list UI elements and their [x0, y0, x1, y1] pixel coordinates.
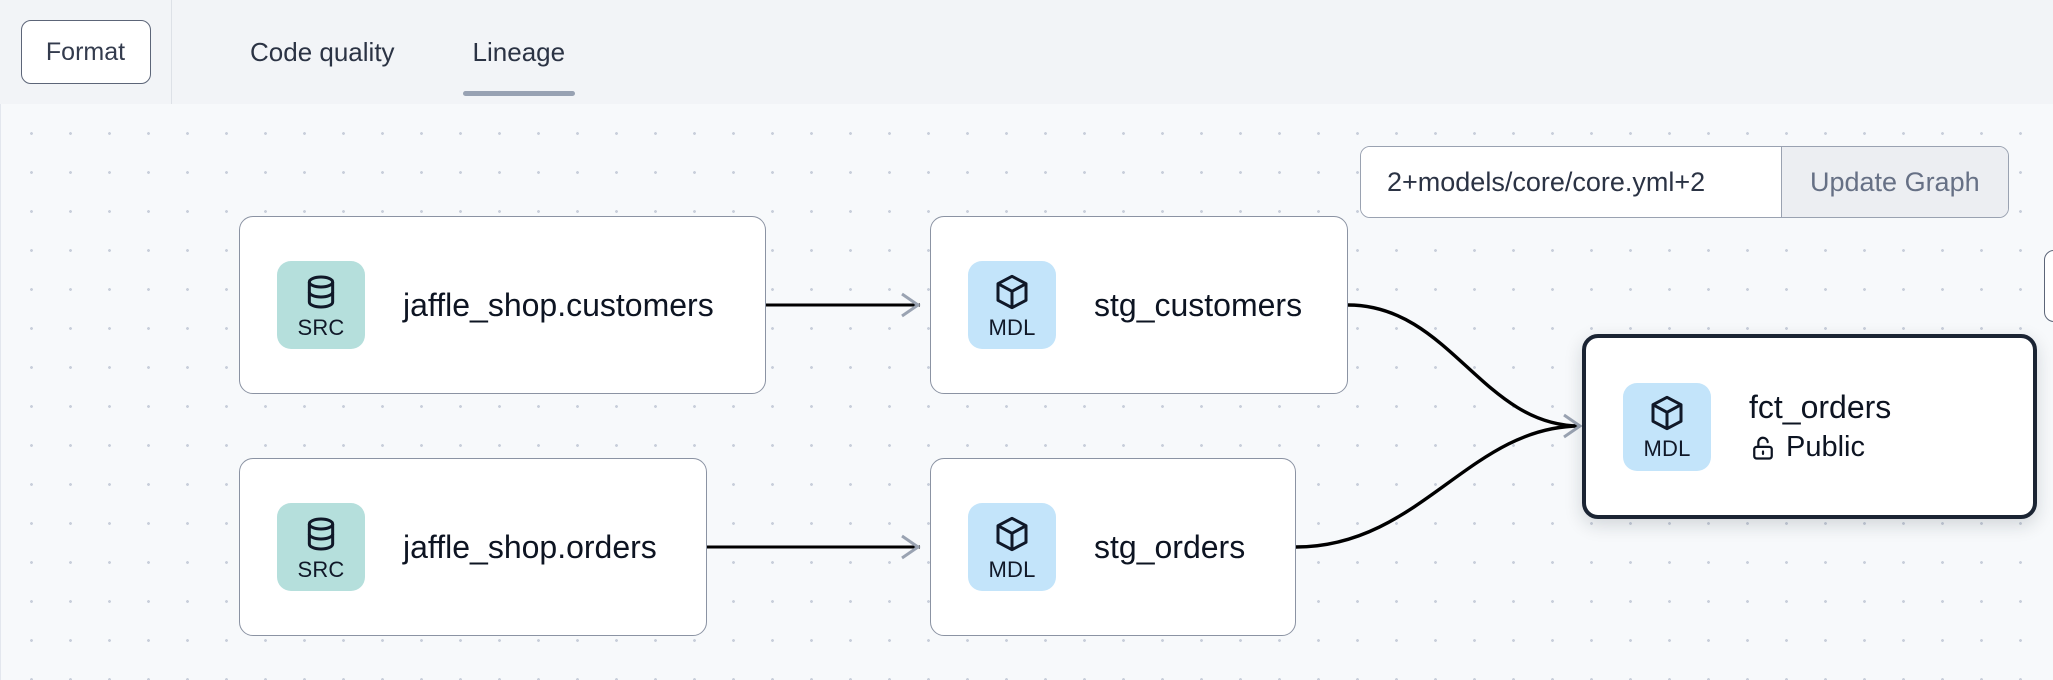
node-badge-label: MDL — [988, 556, 1036, 582]
node-badge-label: MDL — [988, 314, 1036, 340]
node-text-block: stg_customers — [1094, 287, 1302, 324]
lineage-node-fct-orders[interactable]: MDL fct_orders Public — [1582, 334, 2037, 519]
lineage-node-jaffle-shop-orders[interactable]: SRC jaffle_shop.orders — [239, 458, 707, 636]
node-badge-mdl: MDL — [968, 503, 1056, 591]
panel-tabs: Code quality Lineage — [172, 0, 633, 104]
cube-icon — [996, 516, 1028, 551]
lineage-node-jaffle-shop-customers[interactable]: SRC jaffle_shop.customers — [239, 216, 766, 394]
node-title: stg_orders — [1094, 528, 1246, 565]
node-title: fct_orders — [1749, 388, 1892, 425]
node-badge-src: SRC — [277, 261, 365, 349]
node-badge-label: SRC — [297, 314, 345, 340]
node-badge-mdl: MDL — [1623, 382, 1711, 471]
lineage-node-stg-customers[interactable]: MDL stg_customers — [930, 216, 1348, 394]
lineage-node-stg-orders[interactable]: MDL stg_orders — [930, 458, 1296, 636]
toolbar-left-group: Format — [0, 0, 172, 104]
cube-icon — [996, 274, 1028, 309]
edge-orders-to-stg-orders — [707, 534, 921, 560]
tab-lineage-underline — [462, 91, 576, 96]
canvas-left-divider — [0, 104, 1, 680]
cube-icon — [1651, 395, 1683, 431]
overflow-control-partial[interactable] — [2044, 250, 2053, 322]
update-graph-button[interactable]: Update Graph — [1781, 147, 2008, 217]
lineage-selector-input[interactable] — [1361, 147, 1781, 217]
tab-lineage[interactable]: Lineage — [462, 0, 576, 104]
node-access-label: Public — [1786, 431, 1865, 464]
edge-stg-customers-to-fct-orders — [1347, 303, 1581, 428]
tab-code-quality[interactable]: Code quality — [240, 0, 405, 104]
tab-code-quality-label: Code quality — [250, 36, 395, 67]
node-badge-src: SRC — [277, 503, 365, 591]
node-badge-label: MDL — [1643, 436, 1691, 461]
node-text-block: jaffle_shop.orders — [403, 529, 657, 566]
node-title: jaffle_shop.orders — [403, 528, 657, 565]
node-text-block: stg_orders — [1094, 529, 1245, 566]
format-button[interactable]: Format — [20, 20, 151, 84]
node-title: stg_customers — [1094, 286, 1303, 323]
editor-toolbar: Format Code quality Lineage — [0, 0, 2053, 104]
lineage-canvas[interactable]: SRC jaffle_shop.customers MDL stg_custom… — [0, 104, 2053, 680]
database-icon — [307, 275, 335, 309]
node-access-badge: Public — [1749, 431, 1891, 464]
edge-customers-to-stg-customers — [766, 292, 921, 318]
node-title: jaffle_shop.customers — [403, 286, 714, 323]
database-icon — [307, 517, 335, 551]
node-badge-mdl: MDL — [968, 261, 1056, 349]
edge-stg-orders-to-fct-orders — [1295, 413, 1583, 549]
node-text-block: fct_orders Public — [1749, 389, 1891, 465]
lineage-selector-control: Update Graph — [1360, 146, 2009, 218]
unlock-icon — [1753, 436, 1773, 460]
node-badge-label: SRC — [297, 556, 345, 582]
node-text-block: jaffle_shop.customers — [403, 287, 714, 324]
tab-code-quality-underline — [240, 91, 405, 96]
tab-lineage-label: Lineage — [472, 36, 566, 67]
